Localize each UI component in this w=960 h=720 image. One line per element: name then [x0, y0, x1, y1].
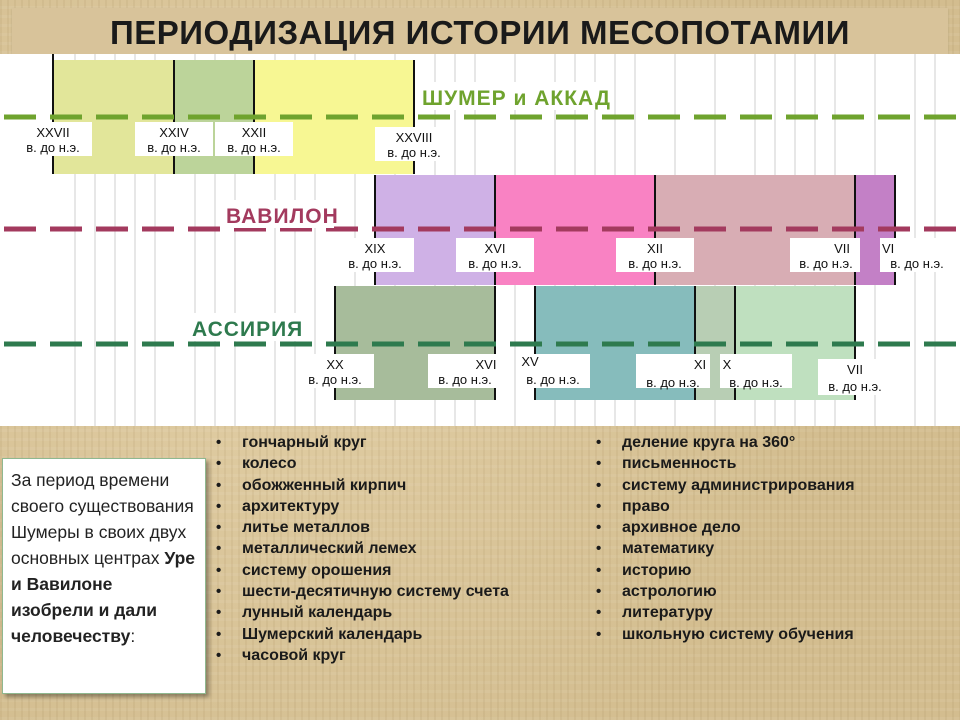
inventions-section: За период времени своего существования Ш…	[0, 426, 960, 720]
list-item: систему орошения	[212, 560, 582, 582]
list-item: гончарный круг	[212, 432, 582, 454]
svg-text:в. до н.э.: в. до н.э.	[147, 140, 201, 155]
list-item: право	[592, 496, 952, 518]
list-item: школьную систему обучения	[592, 624, 952, 646]
date-label: XII в. до н.э.	[616, 238, 694, 272]
list-item: колесо	[212, 453, 582, 475]
sumer-label: ШУМЕР и АККАД	[422, 87, 611, 110]
svg-text:в. до н.э.: в. до н.э.	[628, 256, 682, 271]
title-bar: ПЕРИОДИЗАЦИЯ ИСТОРИИ МЕСОПОТАМИИ	[12, 8, 948, 54]
date-label: X в. до н.э.	[720, 354, 792, 390]
list-item: литье металлов	[212, 517, 582, 539]
date-label: XXVII в. до н.э.	[14, 122, 92, 156]
list-item: литературу	[592, 602, 952, 624]
svg-text:в. до н.э.: в. до н.э.	[468, 256, 522, 271]
list-item: часовой круг	[212, 645, 582, 667]
page-title: ПЕРИОДИЗАЦИЯ ИСТОРИИ МЕСОПОТАМИИ	[110, 14, 850, 51]
svg-text:VI: VI	[882, 241, 894, 256]
summary-note: За период времени своего существования Ш…	[2, 458, 206, 694]
date-label: VI в. до н.э.	[880, 238, 954, 272]
svg-text:в. до н.э.: в. до н.э.	[799, 256, 853, 271]
inventions-list-left: гончарный круг колесо обожженный кирпич …	[212, 432, 582, 667]
list-item: математику	[592, 538, 952, 560]
note-suffix: :	[130, 626, 136, 646]
list-item: деление круга на 360°	[592, 432, 952, 454]
list-item: архитектуру	[212, 496, 582, 518]
assyria-label: АССИРИЯ	[192, 318, 303, 341]
inventions-list-right: деление круга на 360° письменность систе…	[592, 432, 952, 645]
date-labels: XXVII в. до н.э. XXIV в. до н.э. XXII в.…	[14, 122, 954, 395]
svg-text:в. до н.э.: в. до н.э.	[646, 375, 700, 390]
date-label: VII в. до н.э.	[818, 359, 892, 395]
svg-text:в. до н.э.: в. до н.э.	[387, 145, 441, 160]
svg-text:XXVIII: XXVIII	[396, 130, 433, 145]
svg-text:XVI: XVI	[485, 241, 506, 256]
svg-text:XXII: XXII	[242, 125, 267, 140]
svg-text:XIX: XIX	[365, 241, 386, 256]
svg-text:в. до н.э.: в. до н.э.	[227, 140, 281, 155]
svg-text:в. до н.э.: в. до н.э.	[828, 379, 882, 394]
list-item: историю	[592, 560, 952, 582]
svg-text:в. до н.э.: в. до н.э.	[308, 372, 362, 387]
svg-text:XXIV: XXIV	[159, 125, 189, 140]
date-label: XVI в. до н.э.	[456, 238, 534, 272]
date-label: XI в. до н.э.	[636, 354, 710, 390]
list-item: письменность	[592, 453, 952, 475]
svg-text:VII: VII	[834, 241, 850, 256]
date-label: XV в. до н.э.	[516, 354, 590, 388]
timeline-diagram: ШУМЕР и АККАД ВАВИЛОН АССИРИЯ XXVII в. д…	[0, 54, 960, 426]
svg-text:в. до н.э.: в. до н.э.	[526, 372, 580, 387]
svg-text:в. до н.э.: в. до н.э.	[26, 140, 80, 155]
date-label: XXIV в. до н.э.	[135, 122, 213, 156]
list-item: архивное дело	[592, 517, 952, 539]
date-label: XX в. до н.э.	[296, 354, 374, 388]
date-label: XXII в. до н.э.	[215, 122, 293, 156]
list-item: обожженный кирпич	[212, 475, 582, 497]
svg-text:в. до н.э.: в. до н.э.	[438, 372, 492, 387]
note-text: За период времени своего существования Ш…	[11, 470, 194, 568]
babylon-label: ВАВИЛОН	[226, 205, 339, 228]
date-label: XXVIII в. до н.э.	[375, 127, 453, 161]
list-item: астрологию	[592, 581, 952, 603]
note-bold-text: Уре и Вавилоне изобрели и дали человечес…	[11, 548, 196, 646]
svg-text:в. до н.э.: в. до н.э.	[890, 256, 944, 271]
svg-text:XI: XI	[694, 357, 706, 372]
svg-text:X: X	[723, 357, 732, 372]
list-item: шести-десятичную систему счета	[212, 581, 582, 603]
svg-text:XV: XV	[521, 354, 539, 369]
date-label: XIX в. до н.э.	[336, 238, 414, 272]
svg-text:XII: XII	[647, 241, 663, 256]
list-item: металлический лемех	[212, 538, 582, 560]
date-label: VII в. до н.э.	[790, 238, 860, 272]
list-item: Шумерский календарь	[212, 624, 582, 646]
list-item: лунный календарь	[212, 602, 582, 624]
svg-text:XX: XX	[326, 357, 344, 372]
svg-text:VII: VII	[847, 362, 863, 377]
list-item: систему администрирования	[592, 475, 952, 497]
date-label: XVI в. до н.э.	[428, 354, 502, 388]
svg-text:в. до н.э.: в. до н.э.	[348, 256, 402, 271]
svg-text:XVI: XVI	[476, 357, 497, 372]
svg-text:в. до н.э.: в. до н.э.	[729, 375, 783, 390]
svg-text:XXVII: XXVII	[36, 125, 69, 140]
